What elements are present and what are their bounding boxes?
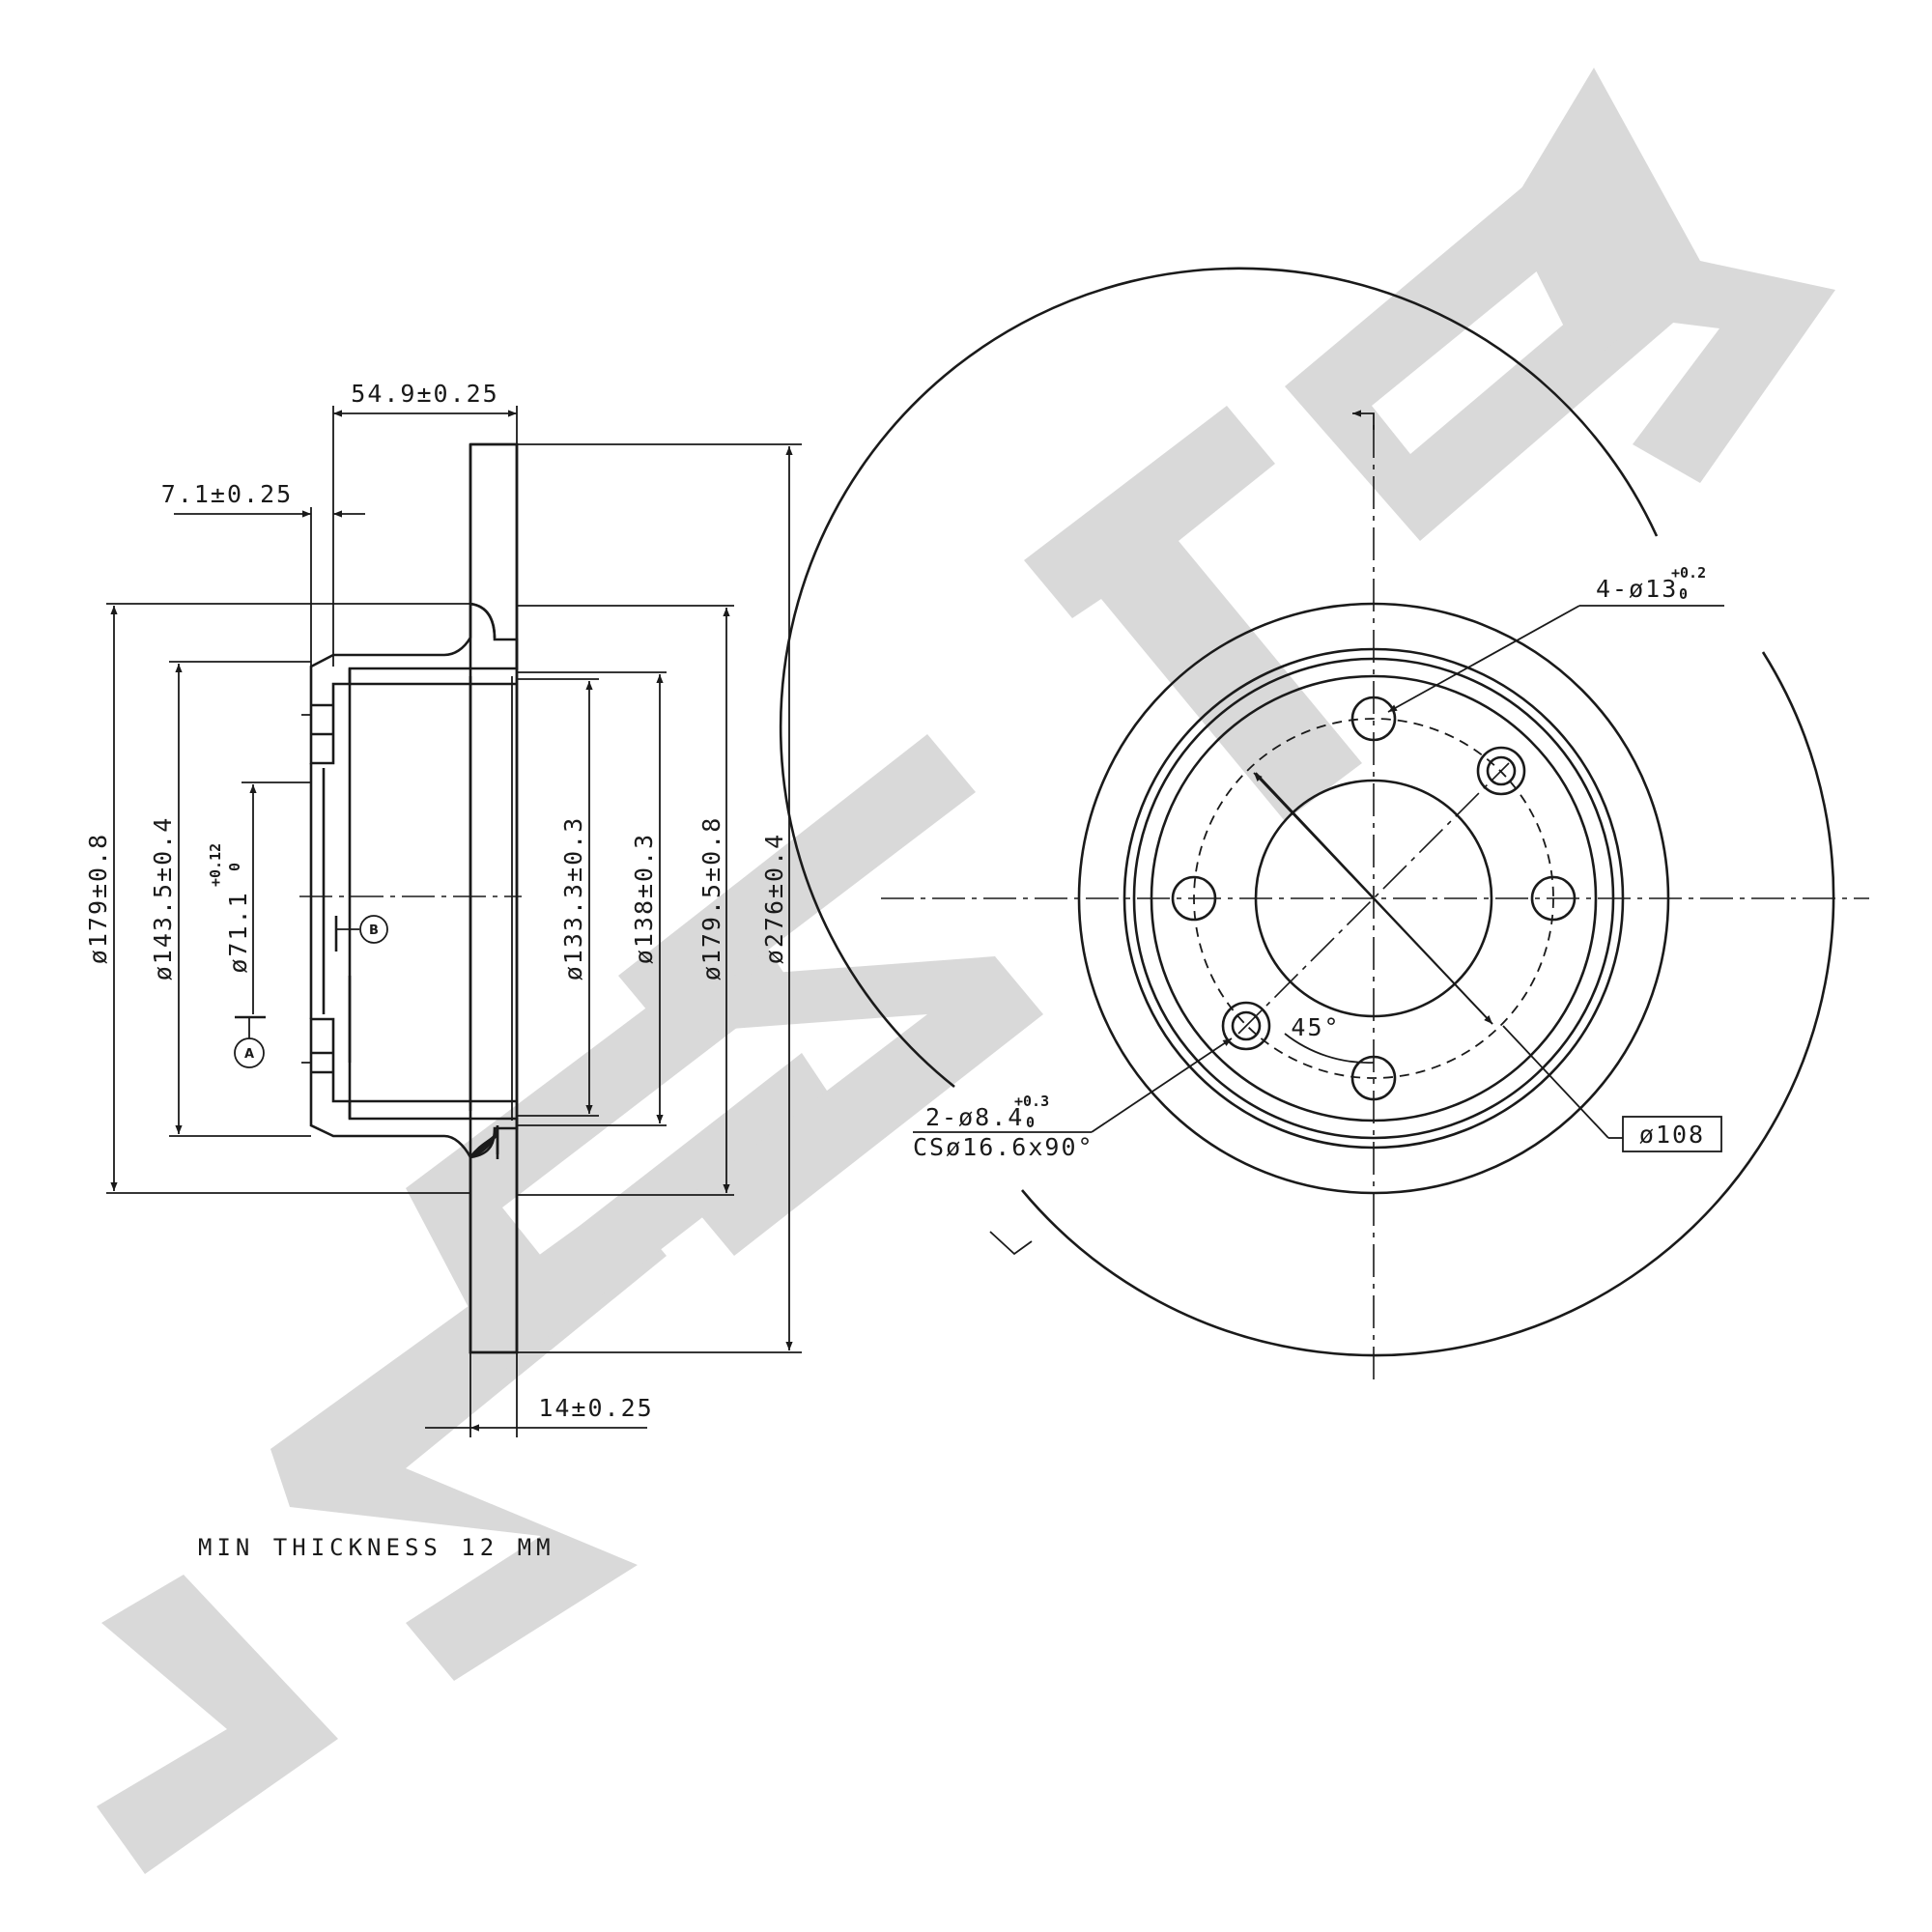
dim-friction-inner: ø179±0.8 bbox=[84, 833, 112, 964]
datum-a-marker bbox=[234, 1037, 265, 1068]
bolt-hole-left bbox=[1171, 875, 1217, 922]
side-section-view: B A 54.9±0.25 7.1±0.25 ø276±0.4 ø179.5±0… bbox=[84, 380, 802, 1437]
dim-outer-diameter: ø276±0.4 bbox=[760, 833, 788, 964]
friction-ring-inner bbox=[1077, 602, 1670, 1195]
dim-hat-height: 54.9±0.25 bbox=[351, 380, 498, 408]
callout-bolt-holes: 4-ø13 bbox=[1596, 575, 1678, 603]
datum-b-label: B bbox=[369, 923, 379, 938]
watermark-letter-t bbox=[1024, 406, 1362, 821]
callout-countersink: CSø16.6x90° bbox=[913, 1133, 1094, 1161]
callout-bolt-tol-lower: 0 bbox=[1679, 585, 1688, 603]
front-view: 45° 4-ø13 +0.2 0 2-ø8.4 +0.3 0 CSø16.6x9… bbox=[779, 267, 1869, 1386]
dim-friction-inner-right: ø179.5±0.8 bbox=[697, 816, 725, 981]
screw-hole-lower-left bbox=[1221, 1001, 1271, 1051]
dim-hat-inner-2: ø138±0.3 bbox=[630, 833, 658, 964]
watermark-letter-e1 bbox=[406, 927, 840, 1372]
dim-disc-thickness: 14±0.25 bbox=[538, 1394, 653, 1422]
watermark-letter-k bbox=[1507, 68, 1835, 483]
bolt-hole-right bbox=[1530, 875, 1577, 922]
watermark bbox=[97, 68, 1835, 1874]
dim-hat-inner: ø133.3±0.3 bbox=[559, 816, 587, 981]
hat-outer-ring bbox=[1122, 647, 1625, 1150]
hat-lower-section bbox=[309, 1017, 519, 1159]
callout-bolt-tol-upper: +0.2 bbox=[1671, 564, 1706, 582]
dim-angle: 45° bbox=[1291, 1013, 1340, 1041]
dim-bore-tol-lower: 0 bbox=[226, 863, 243, 871]
dim-bore-tol-upper: +0.12 bbox=[207, 843, 224, 887]
pcd-box bbox=[1622, 1116, 1722, 1152]
pitch-circle bbox=[1193, 718, 1554, 1079]
bolt-hole-top bbox=[1350, 696, 1397, 742]
callout-pcd: ø108 bbox=[1639, 1121, 1705, 1149]
callout-screw-holes: 2-ø8.4 bbox=[925, 1103, 1024, 1131]
dim-bore-diameter: ø71.1 bbox=[224, 891, 252, 973]
bolt-hole-bottom bbox=[1350, 1055, 1397, 1101]
watermark-letter-e2 bbox=[1285, 135, 1700, 541]
screw-hole-upper-right bbox=[1476, 746, 1526, 796]
disc-outer-edge bbox=[779, 267, 1659, 1089]
dim-flange-thickness: 7.1±0.25 bbox=[161, 480, 293, 508]
datum-a-label: A bbox=[244, 1047, 254, 1062]
hat-upper-section bbox=[309, 602, 519, 765]
datum-b-marker bbox=[359, 915, 388, 944]
watermark-letter-n bbox=[618, 734, 1043, 1256]
callout-screw-tol-upper: +0.3 bbox=[1014, 1093, 1049, 1110]
dim-hat-outer: ø143.5±0.4 bbox=[149, 816, 177, 981]
min-thickness-note: MIN THICKNESS 12 MM bbox=[198, 1534, 555, 1561]
callout-screw-tol-lower: 0 bbox=[1026, 1114, 1035, 1131]
watermark-chevron bbox=[97, 1575, 338, 1874]
